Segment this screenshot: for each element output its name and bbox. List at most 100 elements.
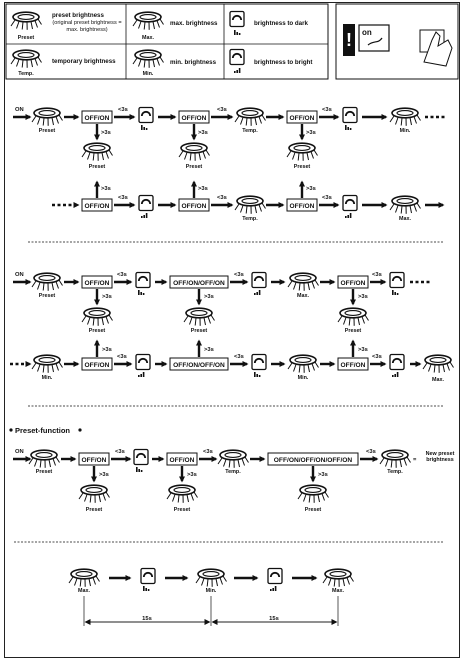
max-lamp-icon xyxy=(132,11,165,31)
svg-text:Temp.: Temp. xyxy=(242,128,258,134)
s1-preset-1: Preset xyxy=(39,128,56,134)
hand-icon xyxy=(423,31,453,67)
svg-text:<3s: <3s xyxy=(117,272,127,278)
svg-text:Preset: Preset xyxy=(36,469,53,475)
legend-min-caption: Min. xyxy=(143,71,154,77)
svg-text:>3s: >3s xyxy=(306,130,316,136)
svg-text:OFF/ON: OFF/ON xyxy=(170,457,195,464)
svg-text:ON: ON xyxy=(15,449,24,455)
svg-text:>3s: >3s xyxy=(198,186,208,192)
switch-on-label: on xyxy=(362,28,372,37)
switch-icon xyxy=(358,24,390,52)
svg-text:Temp.: Temp. xyxy=(242,216,258,222)
section-1: ON Preset OFF/ON <3s OFF/ON <3s Temp. OF… xyxy=(13,106,445,222)
svg-text:>3s: >3s xyxy=(358,347,368,353)
dial-dark-icon xyxy=(229,10,245,28)
svg-text:!: ! xyxy=(346,30,352,50)
svg-text:Preset: Preset xyxy=(345,328,362,334)
svg-text:<3s: <3s xyxy=(322,195,332,201)
legend-preset-title: preset brightness xyxy=(52,12,104,19)
svg-text:<3s: <3s xyxy=(203,449,213,455)
svg-text:Min.: Min. xyxy=(206,588,217,594)
svg-text:Min.: Min. xyxy=(298,375,309,381)
svg-text:OFF/ON: OFF/ON xyxy=(85,203,110,210)
svg-text:<3s: <3s xyxy=(366,449,376,455)
legend-preset-note: (original preset brightness = max. brigh… xyxy=(52,20,122,33)
svg-text:OFF/ON: OFF/ON xyxy=(85,362,110,369)
svg-text:OFF/ON/OFF/ON/OFF/ON: OFF/ON/OFF/ON/OFF/ON xyxy=(274,457,353,464)
svg-text:ON: ON xyxy=(15,272,24,278)
svg-text:<3s: <3s xyxy=(234,354,244,360)
section-preset-function: Preset-function ON Preset OFF/ON <3s OFF… xyxy=(9,426,455,513)
svg-text:<3s: <3s xyxy=(118,107,128,113)
legend-max-title: max. brightness xyxy=(170,20,218,27)
s1-offon-5 xyxy=(178,198,210,212)
section-timing: Max. Min. Max. 15s 15s xyxy=(68,567,355,626)
diagram-frame xyxy=(4,2,460,658)
svg-text:Preset: Preset xyxy=(174,507,191,513)
dial-bright-icon xyxy=(229,48,245,66)
min-lamp-icon xyxy=(132,49,165,69)
legend-dark-title: brightness to dark xyxy=(254,20,309,27)
s1-offon-1 xyxy=(81,110,113,124)
svg-text:>3s: >3s xyxy=(198,130,208,136)
svg-text:<3s: <3s xyxy=(115,449,125,455)
warning-box: ! on xyxy=(335,3,459,80)
svg-text:Preset: Preset xyxy=(305,507,322,513)
temp-lamp-icon xyxy=(10,49,43,69)
s1-on-label: ON xyxy=(15,107,24,113)
svg-text:OFF/ON: OFF/ON xyxy=(182,203,207,210)
s1-offon-2 xyxy=(178,110,210,124)
svg-text:OFF/ON: OFF/ON xyxy=(85,280,110,287)
new-preset-label: New preset brightness xyxy=(425,451,455,464)
legend: Preset preset brightness (original prese… xyxy=(5,3,329,80)
legend-temp-title: temporary brightness xyxy=(52,58,116,65)
legend-min-title: min. brightness xyxy=(170,59,217,66)
svg-text:OFF/ON: OFF/ON xyxy=(290,115,315,122)
s1-offon-6 xyxy=(286,198,318,212)
legend-bright-title: brightness to bright xyxy=(254,59,312,66)
s1-offon-4 xyxy=(81,198,113,212)
bars-dark-icon xyxy=(234,30,241,35)
legend-preset-caption: Preset xyxy=(18,35,35,41)
svg-text:Preset: Preset xyxy=(191,328,208,334)
svg-text:Max.: Max. xyxy=(297,293,309,299)
svg-text:Max.: Max. xyxy=(332,588,344,594)
svg-text:Max.: Max. xyxy=(399,216,411,222)
svg-text:>3s: >3s xyxy=(101,130,111,136)
svg-text:>3s: >3s xyxy=(187,472,197,478)
svg-text:OFF/ON: OFF/ON xyxy=(85,115,110,122)
svg-text:<3s: <3s xyxy=(117,354,127,360)
warning-exclamation-icon xyxy=(343,24,355,56)
svg-text:Min.: Min. xyxy=(400,128,411,134)
svg-text:Temp.: Temp. xyxy=(387,469,403,475)
svg-text:>3s: >3s xyxy=(102,347,112,353)
svg-text:Preset: Preset xyxy=(39,293,56,299)
s1-offon-3 xyxy=(286,110,318,124)
svg-text:OFF/ON: OFF/ON xyxy=(341,280,366,287)
svg-text:Max.: Max. xyxy=(432,377,444,383)
svg-text:<3s: <3s xyxy=(322,107,332,113)
svg-text:>3s: >3s xyxy=(204,294,214,300)
svg-text:Preset: Preset xyxy=(89,328,106,334)
svg-text:>3s: >3s xyxy=(101,186,111,192)
svg-text:OFF/ON: OFF/ON xyxy=(82,457,107,464)
svg-text:Preset: Preset xyxy=(89,164,106,170)
svg-text:OFF/ON/OFF/ON: OFF/ON/OFF/ON xyxy=(173,362,225,369)
svg-text:OFF/ON: OFF/ON xyxy=(182,115,207,122)
svg-text:Preset: Preset xyxy=(186,164,203,170)
svg-text:<3s: <3s xyxy=(217,107,227,113)
legend-max-caption: Max. xyxy=(142,35,154,41)
svg-text:OFF/ON: OFF/ON xyxy=(290,203,315,210)
svg-text:<3s: <3s xyxy=(217,195,227,201)
preset-lamp-icon xyxy=(10,11,43,31)
bars-bright-icon xyxy=(234,68,241,73)
section-2: ON Preset OFF/ON <3s OFF/ON/OFF/ON <3s M… xyxy=(10,271,455,383)
svg-text:Temp.: Temp. xyxy=(225,469,241,475)
svg-text:>3s: >3s xyxy=(318,472,328,478)
svg-text:>3s: >3s xyxy=(99,472,109,478)
svg-text:Max.: Max. xyxy=(78,588,90,594)
svg-text:<3s: <3s xyxy=(234,272,244,278)
time-1: 15s xyxy=(142,616,152,622)
